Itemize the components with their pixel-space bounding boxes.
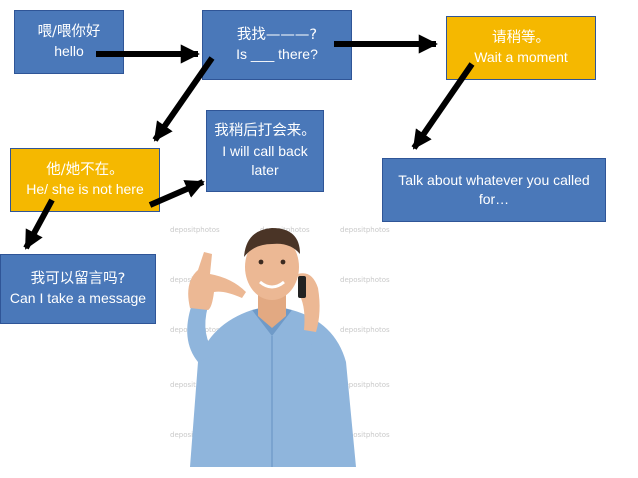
box-call-back: 我稍后打会来。 I will call back later (206, 110, 324, 192)
face (245, 234, 299, 300)
box-take-message: 我可以留言吗? Can I take a message (0, 254, 156, 324)
svg-text:depositphotos: depositphotos (340, 276, 390, 284)
svg-text:depositphotos: depositphotos (340, 326, 390, 334)
box-take-message-en: Can I take a message (9, 290, 147, 307)
box-is-there-zh: 我找———? (236, 26, 318, 43)
smile (259, 280, 285, 289)
box-call-back-en: I will call back later (222, 142, 308, 178)
box-hello-en: hello (54, 43, 84, 60)
hair (244, 228, 300, 257)
box-is-there-en: Is ___ there? (236, 46, 318, 63)
arrow-not-here-to-call-back (148, 179, 205, 208)
arrow-is-there-to-not-here (152, 56, 215, 142)
arm-left (187, 304, 216, 362)
neck (258, 294, 286, 328)
box-hello-zh: 喂/喂你好 (37, 23, 101, 40)
box-talk-about: Talk about whatever you called for… (382, 158, 606, 222)
box-not-here-zh: 他/她不在。 (46, 161, 124, 178)
phone-icon (298, 276, 306, 298)
box-not-here: 他/她不在。 He/ she is not here (10, 148, 160, 212)
arrow-not-here-to-take-message (23, 198, 55, 250)
arm-right (310, 332, 343, 382)
box-wait-en: Wait a moment (474, 49, 568, 66)
box-call-back-zh: 我稍后打会来。 (214, 123, 316, 140)
arrow-wait-to-talk-about (411, 62, 475, 150)
svg-text:depositphotos: depositphotos (340, 381, 390, 389)
svg-text:depositphotos: depositphotos (170, 381, 220, 389)
box-take-message-zh: 我可以留言吗? (30, 270, 126, 287)
box-wait-zh: 请稍等。 (492, 29, 550, 46)
hand-gesture (188, 252, 246, 310)
box-not-here-en: He/ she is not here (26, 181, 144, 198)
svg-text:depositphotos: depositphotos (340, 431, 390, 439)
svg-text:depositphotos: depositphotos (170, 226, 220, 234)
svg-text:depositphotos: depositphotos (340, 226, 390, 234)
box-talk-about-en: Talk about whatever you called for… (398, 172, 590, 207)
box-hello: 喂/喂你好 hello (14, 10, 124, 74)
